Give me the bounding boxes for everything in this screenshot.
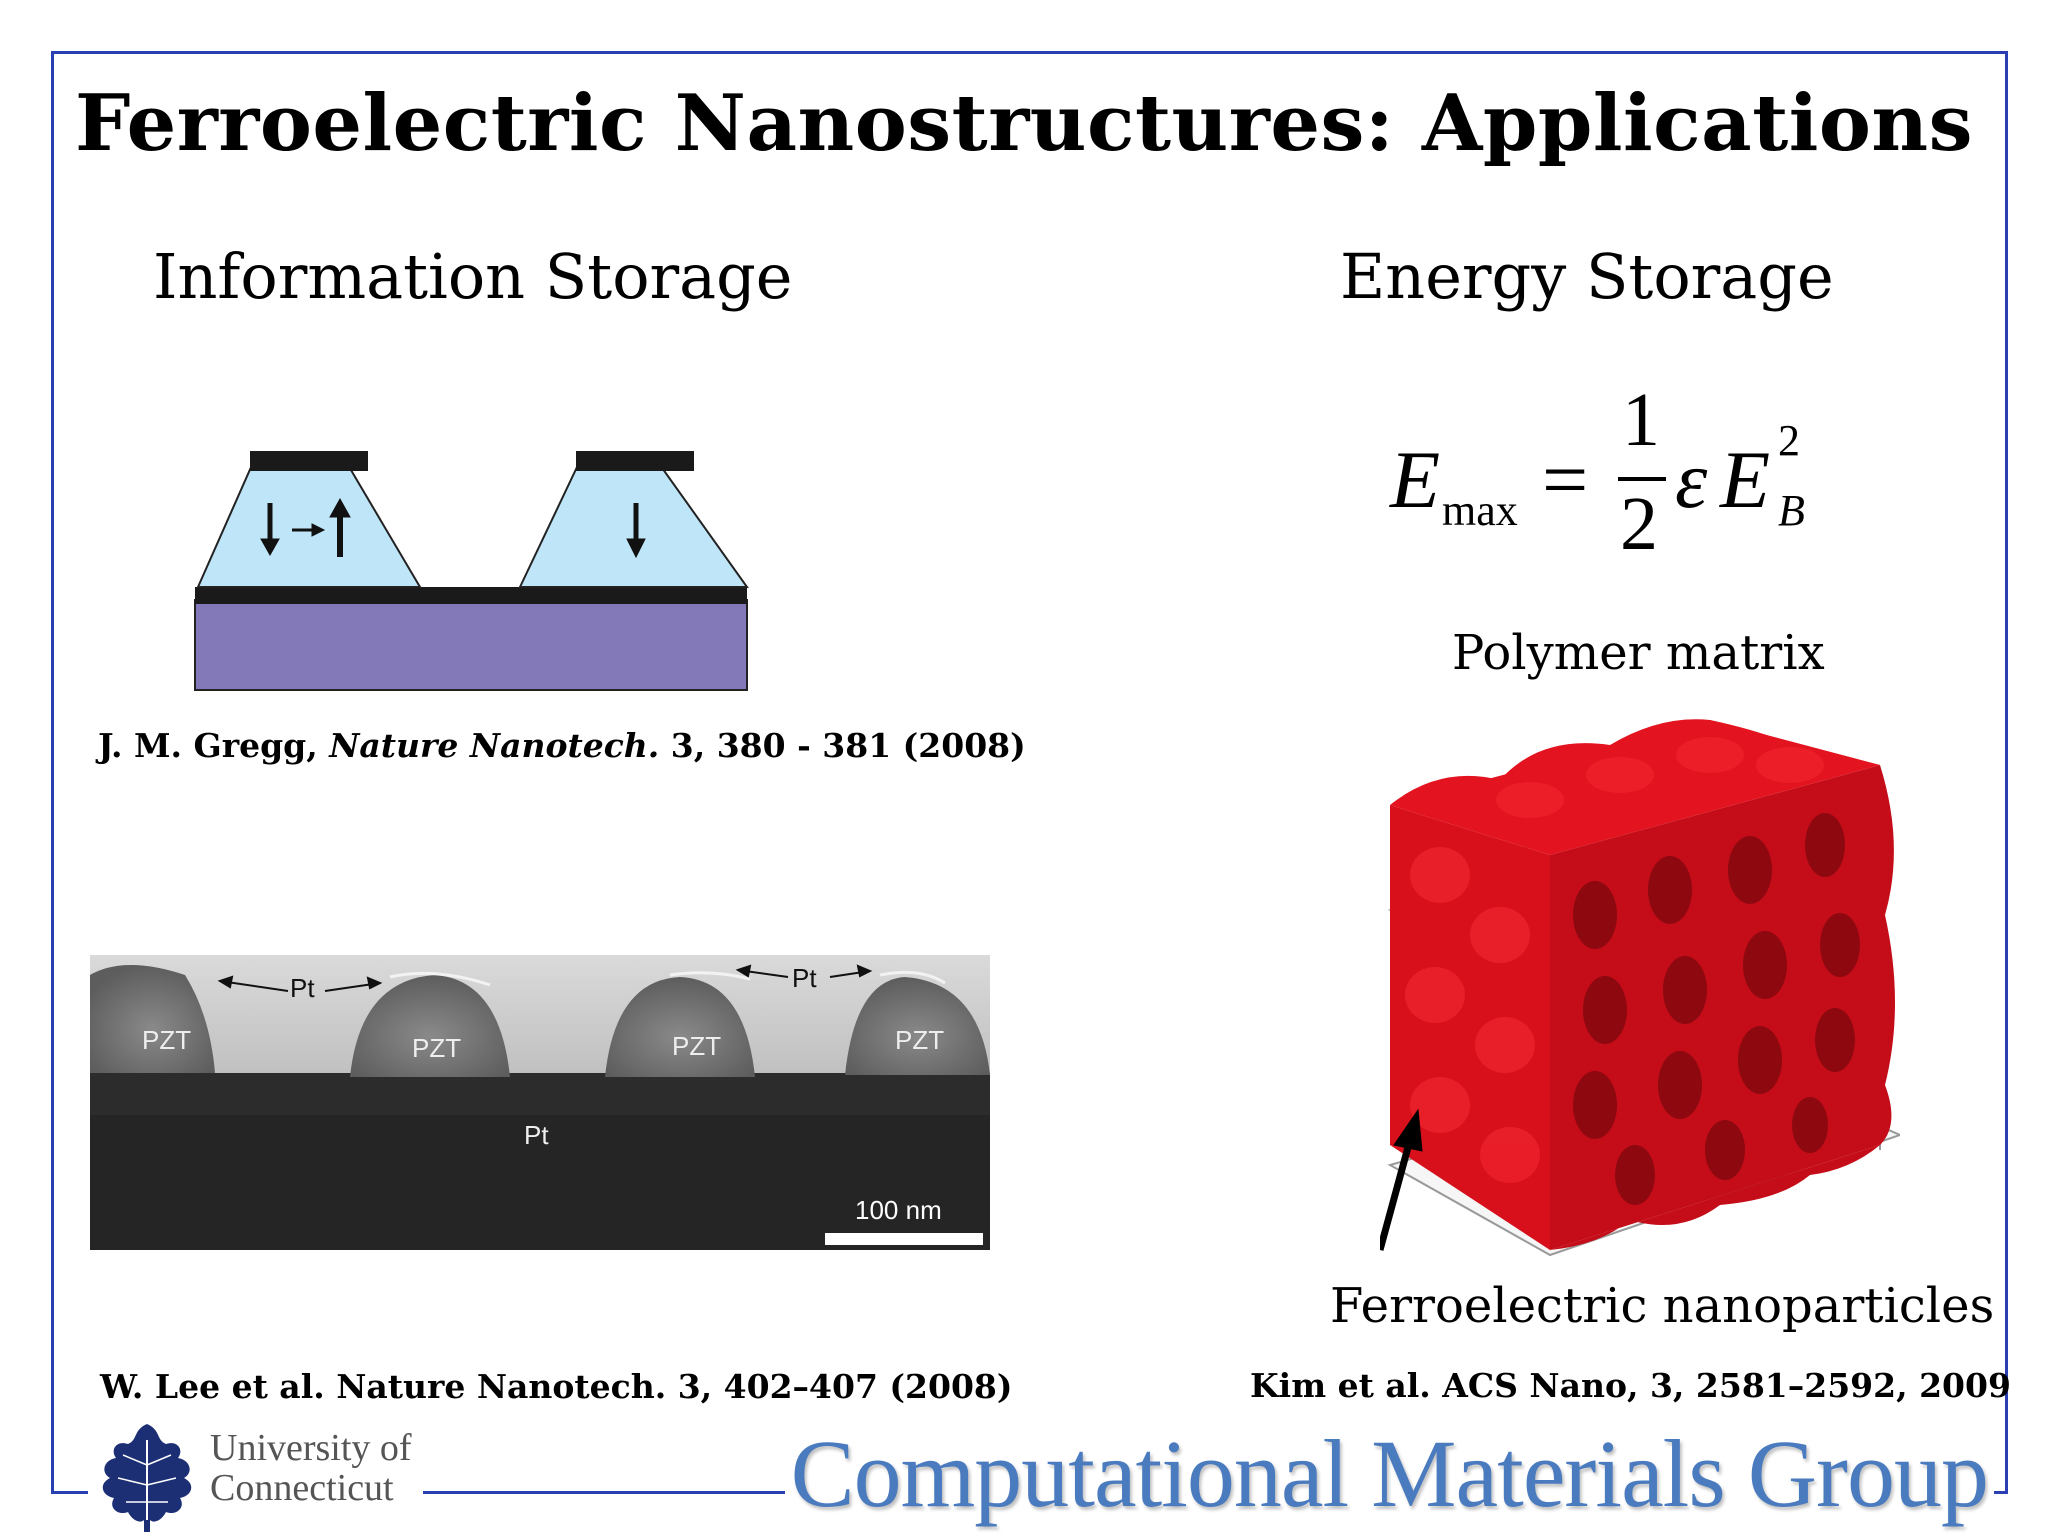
pzt-dome-1 <box>90 965 215 1073</box>
tem-label-pt-substrate: Pt <box>524 1120 549 1150</box>
uconn-logo: University of Connecticut <box>88 1420 423 1536</box>
ferroelectric-left <box>196 464 422 588</box>
scale-bar <box>825 1233 983 1245</box>
frame-bottom-left <box>51 1491 88 1494</box>
top-electrode-right <box>576 451 694 471</box>
eq-rhs-sub: B <box>1778 486 1805 535</box>
tem-drawing <box>90 955 990 1250</box>
nanocomposite-cube <box>1380 719 1900 1257</box>
citation-lee: W. Lee et al. Nature Nanotech. 3, 402–40… <box>100 1367 1013 1406</box>
eq-lhs: E <box>1390 434 1441 525</box>
uconn-line1: University of <box>210 1427 412 1469</box>
eq-fraction-bar <box>1618 477 1666 481</box>
tem-label-pt-2: Pt <box>792 963 817 993</box>
citation-gregg: J. M. Gregg, Nature Nanotech. 3, 380 - 3… <box>98 726 1026 765</box>
tem-label-pzt-3: PZT <box>672 1031 722 1061</box>
bottom-electrode <box>195 587 747 604</box>
substrate <box>194 599 748 691</box>
oak-leaf-icon <box>102 1424 192 1532</box>
energy-equation: E max = 1 2 ε E 2 B <box>1390 378 1830 585</box>
tem-image: PZT PZT PZT PZT Pt Pt Pt 100 nm <box>90 955 990 1250</box>
heading-energy-storage: Energy Storage <box>1340 240 1834 313</box>
top-electrode-left <box>250 451 368 471</box>
eq-rhs-sup: 2 <box>1778 416 1800 465</box>
tem-label-pzt-2: PZT <box>412 1033 462 1063</box>
pzt-dome-4 <box>845 977 990 1075</box>
tem-label-pzt-1: PZT <box>142 1025 192 1055</box>
eq-denominator: 2 <box>1620 482 1658 566</box>
polarization-arrows <box>260 497 646 559</box>
slide-frame <box>51 51 2008 1493</box>
eq-lhs-sub: max <box>1442 486 1518 535</box>
frame-bottom-mid <box>410 1491 870 1494</box>
eq-rhs: E <box>1720 434 1771 525</box>
ferroelectric-nanoparticles-label: Ferroelectric nanoparticles <box>1330 1278 1995 1334</box>
citation-gregg-authors: J. M. Gregg, <box>98 726 318 765</box>
citation-gregg-journal: Nature Nanotech. <box>329 726 660 765</box>
eq-epsilon: ε <box>1675 434 1708 525</box>
scale-bar-label: 100 nm <box>855 1195 942 1225</box>
group-name: Computational Materials Group <box>784 1418 1994 1529</box>
tem-label-pzt-4: PZT <box>895 1025 945 1055</box>
eq-equals: = <box>1542 434 1589 525</box>
slide-title: Ferroelectric Nanostructures: Applicatio… <box>74 78 1974 169</box>
citation-kim: Kim et al. ACS Nano, 3, 2581–2592, 2009 <box>1250 1366 2011 1405</box>
nanostructure-schematic <box>194 451 749 691</box>
pzt-dome-3 <box>605 977 755 1077</box>
uconn-line2: Connecticut <box>210 1467 394 1509</box>
tem-label-pt-1: Pt <box>290 973 315 1003</box>
polymer-matrix-label: Polymer matrix <box>1452 625 1825 681</box>
pzt-dome-2 <box>350 975 510 1077</box>
eq-numerator: 1 <box>1622 378 1660 462</box>
heading-information-storage: Information Storage <box>153 240 793 313</box>
citation-gregg-details: 3, 380 - 381 (2008) <box>670 726 1026 765</box>
